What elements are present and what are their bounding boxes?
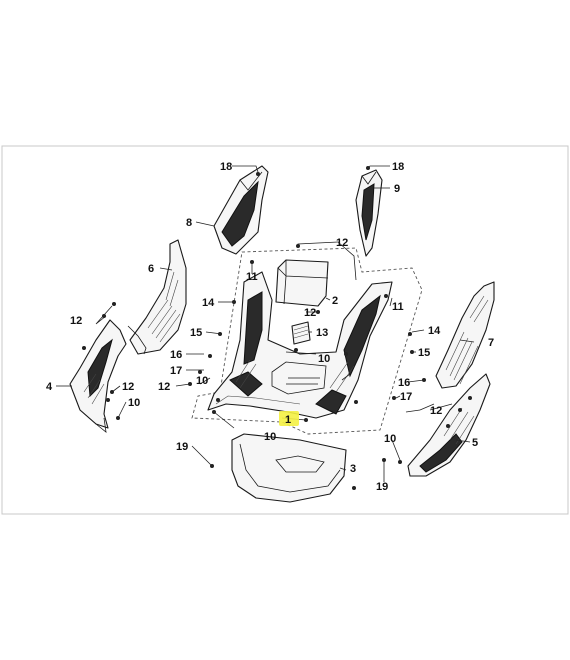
diagram-frame — [1, 145, 569, 515]
callout-12-left: 12 — [70, 315, 82, 327]
callout-16-right: 16 — [398, 377, 410, 389]
part-2-battery-cover — [275, 259, 329, 307]
callout-8: 8 — [186, 217, 192, 229]
part-9-inner-cover-right — [355, 169, 383, 257]
callout-17-left: 17 — [170, 365, 182, 377]
part-4-side-cover-left — [69, 319, 127, 433]
callout-18-left: 18 — [220, 161, 232, 173]
callout-4: 4 — [46, 381, 53, 393]
callout-18-right: 18 — [392, 161, 404, 173]
callout-10-center: 10 — [318, 353, 330, 365]
callout-17-right: 17 — [400, 391, 412, 403]
callout-10-right: 10 — [384, 433, 396, 445]
leader-lines — [56, 165, 475, 482]
callout-10-left: 10 — [128, 397, 140, 409]
part-13-bracket — [291, 321, 311, 345]
callout-15-right: 15 — [418, 347, 430, 359]
part-7-side-rail-right — [435, 281, 495, 389]
callout-14-left: 14 — [202, 297, 215, 309]
callout-16-left: 16 — [170, 349, 182, 361]
callout-10-left-inner: 10 — [196, 375, 208, 387]
callout-9: 9 — [394, 183, 400, 195]
callout-14-right: 14 — [428, 325, 441, 337]
part-8-inner-cover-left — [213, 165, 269, 255]
part-3-under-cover — [231, 433, 347, 503]
callout-10-bottom: 10 — [264, 431, 276, 443]
callout-19-left: 19 — [176, 441, 188, 453]
callout-12-right: 12 — [430, 405, 442, 417]
callout-12-center: 12 — [304, 307, 316, 319]
callout-1: 1 — [285, 414, 291, 426]
callouts: 18 18 9 8 12 6 11 2 11 14 12 13 12 15 14… — [46, 161, 494, 493]
callout-5: 5 — [472, 437, 478, 449]
callout-3: 3 — [350, 463, 356, 475]
part-6-side-rail-left — [127, 239, 187, 355]
callout-2: 2 — [332, 295, 338, 307]
callout-12-top: 12 — [336, 237, 348, 249]
part-1-boundary — [191, 247, 423, 435]
part-1-floor-frame — [207, 271, 393, 419]
callout-12-mid-left: 12 — [158, 381, 170, 393]
callout-6: 6 — [148, 263, 154, 275]
callout-15-left: 15 — [190, 327, 202, 339]
callout-7: 7 — [488, 337, 494, 349]
callout-11-right: 11 — [392, 301, 404, 313]
callout-19-right: 19 — [376, 481, 388, 493]
callout-13: 13 — [316, 327, 328, 339]
callout-12-left-lower: 12 — [122, 381, 134, 393]
highlight-marker — [279, 411, 299, 426]
callout-11-left: 11 — [246, 271, 258, 283]
